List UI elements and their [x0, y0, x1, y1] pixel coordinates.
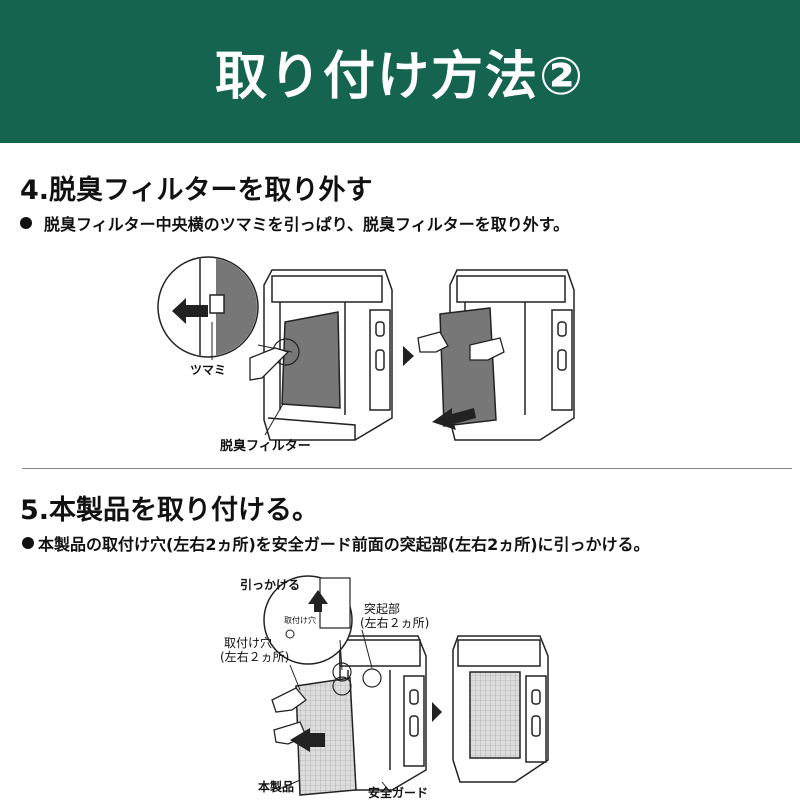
step4-description: 脱臭フィルター中央横のツマミを引っぱり、脱臭フィルターを取り外す。	[20, 211, 569, 235]
filter-label: 脱臭フィルター	[220, 439, 311, 454]
page-header: 取り付け方法②	[0, 0, 800, 143]
bullet-icon	[22, 537, 34, 549]
hand-icon	[417, 331, 449, 353]
push-arrow-icon	[290, 728, 325, 752]
step5-description: 本製品の取付け穴(左右2ヵ所)を安全ガード前面の突起部(左右2ヵ所)に引っかける…	[22, 531, 650, 555]
hole-small-label: 取付け穴	[284, 616, 316, 625]
removed-filter	[439, 307, 497, 427]
hook-zoom-detail	[263, 575, 353, 671]
protrusion-label: 突起部	[364, 602, 401, 616]
deodorizing-filter	[281, 311, 341, 409]
step5-title: 5.本製品を取り付ける。	[20, 495, 320, 526]
protrusion-sub-label: (左右２ヵ所)	[360, 616, 430, 630]
step5-description-text: 本製品の取付け穴(左右2ヵ所)を安全ガード前面の突起部(左右2ヵ所)に引っかける…	[38, 535, 650, 554]
hand-icon	[469, 337, 505, 361]
product-filter	[295, 677, 357, 796]
step4-title: 4.脱臭フィルターを取り外す	[20, 175, 373, 206]
hand-icon	[249, 347, 290, 381]
section-divider	[22, 468, 792, 469]
remove-arrow-icon	[432, 408, 476, 430]
mount-hole-label: 取付け穴	[224, 636, 273, 650]
product-label: 本製品	[258, 780, 295, 794]
guard-label: 安全ガード	[368, 786, 429, 800]
page-title: 取り付け方法②	[214, 47, 586, 107]
hook-label: 引っかける	[240, 578, 301, 592]
mount-hole-sub-label: (左右２ヵ所)	[220, 650, 290, 664]
knob-label: ツマミ	[190, 363, 227, 377]
hand-icon	[271, 687, 307, 713]
installed-filter	[469, 671, 521, 759]
next-arrow-icon	[403, 346, 414, 366]
bullet-icon	[20, 217, 32, 229]
knob-zoom-detail	[157, 256, 300, 366]
step5-unit-guard	[339, 635, 427, 791]
pull-arrow-icon	[172, 298, 208, 324]
hook-arrow-icon	[308, 590, 328, 612]
step4-description-text: 脱臭フィルター中央横のツマミを引っぱり、脱臭フィルターを取り外す。	[44, 215, 570, 234]
next-arrow-icon	[432, 702, 442, 722]
